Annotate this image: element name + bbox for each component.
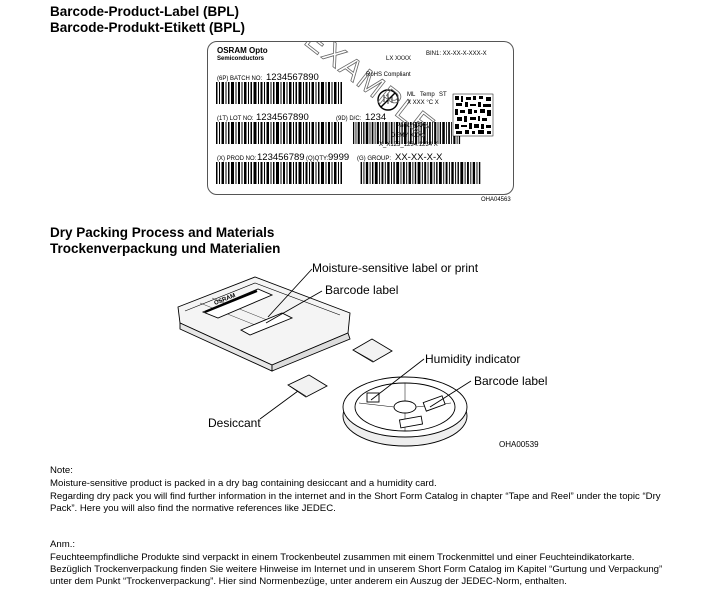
label-prod-value: 123456789 xyxy=(257,152,305,163)
anm-line-1: Feuchteempfindliche Produkte sind verpac… xyxy=(50,552,635,563)
note-line-3: Pack”. Here you will also find the norma… xyxy=(50,503,336,514)
label-ml: ML xyxy=(407,92,416,98)
label-xcode: X_X123_1234.1234 X xyxy=(379,142,438,148)
note-heading: Note: xyxy=(50,465,73,476)
dry-bag-icon xyxy=(177,276,351,372)
callout-line-barcode2 xyxy=(429,380,472,408)
label-brand: OSRAM Opto xyxy=(217,46,268,55)
callout-humidity-indicator: Humidity indicator xyxy=(425,352,521,366)
dry-pack-diagram: OSRAM xyxy=(177,268,472,447)
label-batch-value: 1234567890 xyxy=(266,72,319,83)
barcode-qty xyxy=(360,162,481,184)
callout-moisture-label: Moisture-sensitive label or print xyxy=(312,261,479,275)
anm-line-2: Bezüglich Trockenverpackung finden Sie w… xyxy=(50,564,663,575)
label-graphics: EXAMPLE xyxy=(216,42,494,184)
label-sub: Semiconductors xyxy=(217,56,265,62)
callout-line-desiccant xyxy=(259,390,299,420)
label-demy: DEMY XXX xyxy=(391,133,422,139)
label-lot-value: 1234567890 xyxy=(256,112,309,123)
section-title-en: Barcode-Product-Label (BPL) xyxy=(50,4,240,19)
label-qty-value: 9999 xyxy=(328,152,350,163)
label-ml-values: X XXX °C X xyxy=(407,100,439,106)
callout-desiccant: Desiccant xyxy=(208,416,261,430)
label-rohs: RoHS Compliant xyxy=(366,72,411,78)
anm-line-3: unter dem Punkt “Trockenverpackung”. Hie… xyxy=(50,576,567,587)
label-batch-prefix: (6P) BATCH NO: xyxy=(217,76,263,82)
callout-barcode-label-2: Barcode label xyxy=(474,374,548,388)
label-bin: BIN1: XX-XX-X-XXX-X xyxy=(426,51,487,57)
anm-heading: Anm.: xyxy=(50,539,76,550)
section2-title-en: Dry Packing Process and Materials xyxy=(50,225,275,240)
reel-icon xyxy=(342,376,468,447)
callout-barcode-label-1: Barcode label xyxy=(325,283,399,297)
label-lx: LX XXXX xyxy=(386,56,412,62)
barcode-lot xyxy=(216,122,342,144)
callout-line-humidity xyxy=(370,358,425,401)
section2-title-de: Trockenverpackung und Materialien xyxy=(50,241,281,256)
diagram-figure-id: OHA00539 xyxy=(499,440,539,449)
note-line-1: Moisture-sensitive product is packed in … xyxy=(50,478,437,489)
label-group-prefix: (G) GROUP: xyxy=(357,156,391,162)
label-lot-prefix: (1T) LOT NO: xyxy=(217,116,254,122)
ml-symbol-icon xyxy=(377,89,399,111)
label-st: ST xyxy=(439,92,447,98)
label-temp: Temp xyxy=(420,92,435,98)
label-pack: Pack: RXX xyxy=(396,123,426,129)
callout-line-moisture xyxy=(267,268,313,318)
barcode-product-label: EXAMPLE OSRAM Opto Semiconductors LX XXX… xyxy=(207,41,514,195)
label-figure-id: OHA04563 xyxy=(481,197,511,203)
callout-line-barcode1 xyxy=(265,290,323,324)
label-group-value: XX-XX-X-X xyxy=(395,152,443,163)
label-qty-prefix: (Q)QTY: xyxy=(306,156,329,162)
label-dc-value: 1234 xyxy=(365,112,387,123)
barcode-batch xyxy=(216,82,342,104)
barcode-prod xyxy=(216,162,342,184)
label-prod-prefix: (X) PROD NO: xyxy=(217,156,257,162)
qr-code-icon xyxy=(452,93,494,137)
note-line-2: Regarding dry pack you will find further… xyxy=(50,491,661,502)
label-dc-prefix: (9D) D/C: xyxy=(336,116,362,122)
section-title-de: Barcode-Produkt-Etikett (BPL) xyxy=(50,20,246,35)
